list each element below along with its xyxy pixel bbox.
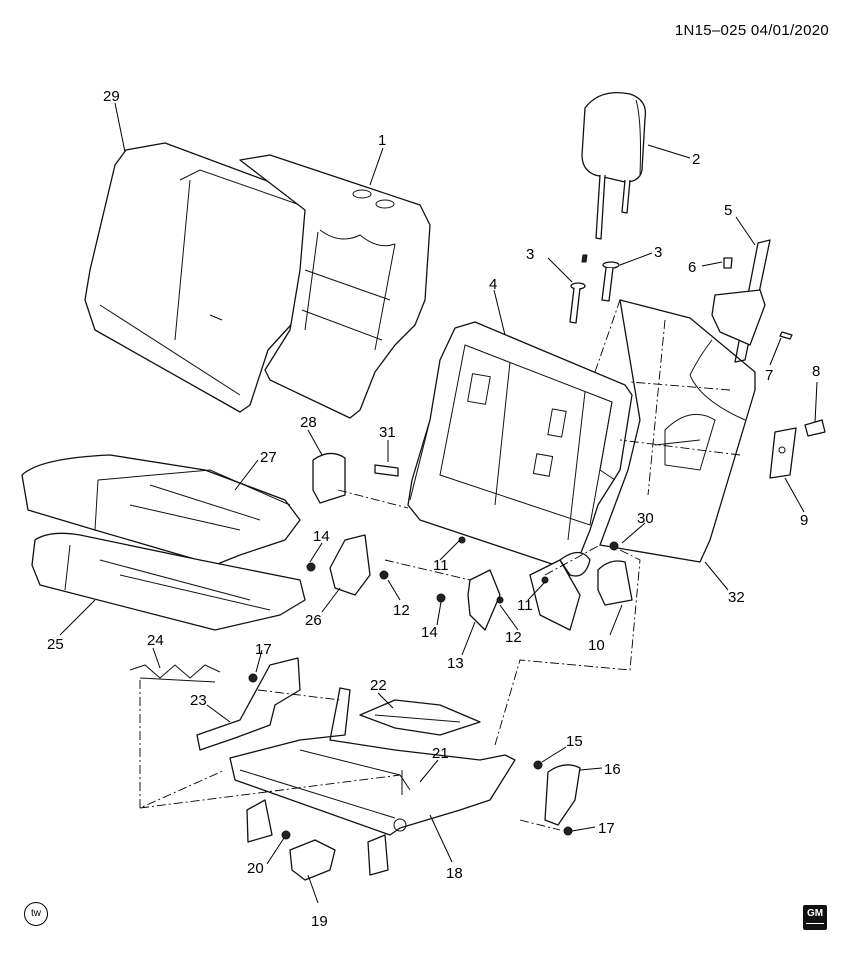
callout-1: 1 [378, 132, 386, 149]
callout-22: 22 [370, 677, 387, 694]
callout-24: 24 [147, 632, 164, 649]
callout-14a: 14 [313, 528, 330, 545]
callout-6: 6 [688, 259, 696, 276]
callout-11b: 11 [517, 597, 533, 614]
callout-5: 5 [724, 202, 732, 219]
callout-16: 16 [604, 761, 621, 778]
part-hinge-cover-10 [597, 560, 633, 606]
part-hinge-bracket [529, 559, 581, 631]
callout-labels: 1 2 3 3 4 5 6 7 8 9 10 11 11 12 12 13 14… [47, 88, 820, 930]
callout-26: 26 [305, 612, 322, 629]
callout-12b: 12 [505, 629, 522, 646]
part-release-bezel-9 [769, 427, 797, 479]
part-clip-8 [804, 419, 826, 437]
part-bracket-23 [196, 657, 301, 751]
part-cushion-pad-25 [31, 532, 306, 631]
part-seatback-frame-4 [407, 321, 633, 577]
part-spring-22 [359, 699, 481, 736]
fasteners [248, 536, 619, 840]
callout-11a: 11 [433, 557, 449, 574]
part-latch-assembly-5 [689, 239, 793, 421]
part-spring-24 [129, 664, 221, 683]
callout-25: 25 [47, 636, 64, 653]
callout-15: 15 [566, 733, 583, 750]
gm-logo-text: GM [806, 908, 824, 919]
callout-3b: 3 [654, 244, 662, 261]
callout-17a: 17 [255, 641, 272, 658]
callout-10: 10 [588, 637, 605, 654]
callout-23: 23 [190, 692, 207, 709]
part-back-panel-32 [599, 299, 756, 563]
part-bracket-16 [544, 764, 581, 826]
part-hinge-cover-26 [329, 534, 371, 596]
part-seatback-cover-29 [84, 142, 311, 413]
callout-3a: 3 [526, 246, 534, 263]
callout-19: 19 [311, 913, 328, 930]
callout-13: 13 [447, 655, 464, 672]
part-cushion-cover-27 [21, 454, 301, 566]
callout-20: 20 [247, 860, 264, 877]
part-headrest-guide-3 [569, 254, 620, 324]
callout-4: 4 [489, 276, 497, 293]
part-headrest-2 [581, 91, 647, 240]
callout-28: 28 [300, 414, 317, 431]
callout-29: 29 [103, 88, 120, 105]
part-seatback-pad-1 [239, 154, 431, 419]
diagram-code: 1N15–025 04/01/2020 [674, 22, 829, 39]
part-cover-19 [289, 839, 336, 881]
callout-18: 18 [446, 865, 463, 882]
callout-32: 32 [728, 589, 745, 606]
callout-14b: 14 [421, 624, 438, 641]
part-hinge-cover-13 [467, 569, 501, 631]
gm-logo: GM [803, 905, 827, 930]
callout-2: 2 [692, 151, 700, 168]
callout-7: 7 [765, 367, 773, 384]
part-pin-31 [374, 464, 399, 477]
part-seat-frame-18 [229, 687, 516, 876]
tw-logo: tw [24, 902, 48, 926]
callout-27: 27 [260, 449, 277, 466]
callout-9: 9 [800, 512, 808, 529]
part-trim-cover-28 [312, 452, 346, 504]
callout-17b: 17 [598, 820, 615, 837]
leader-lines [59, 102, 818, 904]
callout-21: 21 [432, 745, 449, 762]
callout-31: 31 [379, 424, 396, 441]
callout-12a: 12 [393, 602, 410, 619]
assembly-lines [139, 299, 741, 831]
callout-30: 30 [637, 510, 654, 527]
callout-8: 8 [812, 363, 820, 380]
